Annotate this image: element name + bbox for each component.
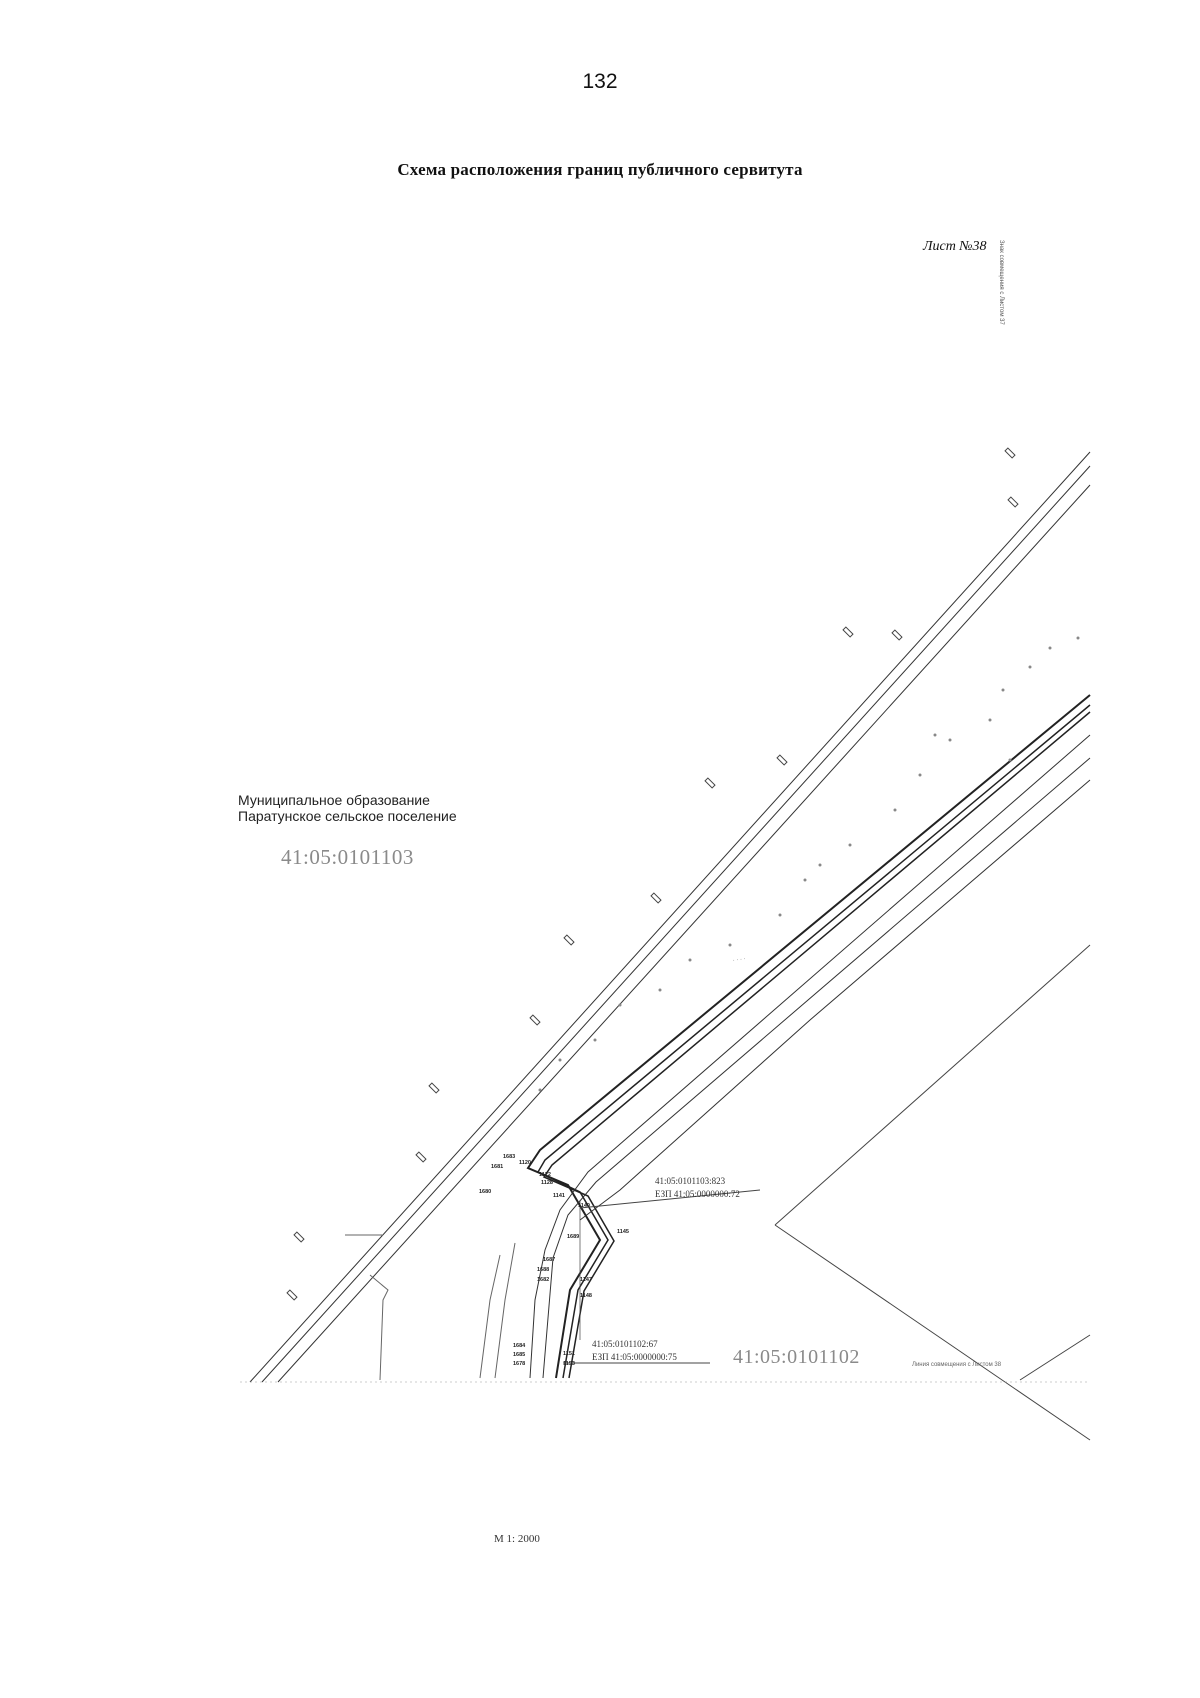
parcel-label: ЕЗП 41:05:0000000:72: [655, 1189, 740, 1199]
parcel-boundary: [494, 1242, 516, 1379]
parcel-label: ЕЗП 41:05:0000000:75: [592, 1352, 677, 1362]
point-label: 1681: [491, 1164, 503, 1170]
point-label: 1122: [539, 1172, 551, 1178]
parcel-boundary: [774, 944, 1091, 1226]
point-label: 1685: [513, 1352, 525, 1358]
point-label: 1141: [553, 1193, 565, 1199]
point-label: 1120: [519, 1160, 531, 1166]
point-label: 1682: [537, 1277, 549, 1283]
servitude-boundary: [536, 704, 1091, 1379]
parcel-boundary: [369, 1274, 389, 1381]
servitude-boundary: [526, 694, 1091, 1379]
alignment-note: Линия совмещения с Листом 38: [912, 1362, 1002, 1368]
map-lines: [240, 447, 1091, 1441]
point-label: 1128: [541, 1180, 553, 1186]
page-title: Схема расположения границ публичного сер…: [397, 160, 803, 179]
scale-label: М 1: 2000: [494, 1533, 540, 1545]
sheet-label: Лист №38: [923, 239, 987, 254]
parcel-boundary: [1019, 1334, 1091, 1381]
parcel-label: 41:05:0101103:823: [655, 1176, 726, 1186]
parcel-boundary: [579, 779, 1091, 1221]
road-markers: [286, 447, 1019, 1301]
parcel-boundary: [529, 734, 1091, 1379]
cadastral-block-label: 41:05:0101102: [733, 1346, 860, 1368]
svg-text:· · · ·: · · · ·: [732, 956, 746, 964]
survey-points: [538, 636, 1080, 1092]
point-label: 1147: [580, 1277, 592, 1283]
point-label: 1153: [563, 1361, 575, 1367]
parcel-boundary: [542, 757, 1091, 1379]
road-edge-line: [261, 465, 1091, 1383]
point-label: 1145: [617, 1229, 629, 1235]
point-label: 1678: [513, 1361, 525, 1367]
point-label: 1688: [537, 1267, 549, 1273]
parcel-boundary: [774, 1224, 1091, 1441]
point-label: 1683: [503, 1154, 515, 1160]
municipality-label: Муниципальное образование: [238, 792, 430, 808]
point-label: 1151: [563, 1351, 575, 1357]
cadastral-block-label: 41:05:0101103: [281, 845, 414, 869]
leader-line: [579, 1189, 761, 1209]
servitude-boundary: [542, 711, 1091, 1379]
point-label: 1689: [567, 1234, 579, 1240]
road-edge-line: [249, 451, 1091, 1383]
road-edge-line: [277, 484, 1091, 1383]
point-label: 1148: [580, 1293, 592, 1299]
point-label: 1684: [513, 1343, 526, 1349]
point-label: 1140: [578, 1203, 590, 1209]
municipality-label: Паратунское сельское поселение: [238, 808, 457, 824]
point-label: 1680: [479, 1189, 491, 1195]
parcel-boundary: [479, 1254, 501, 1379]
point-label: 1687: [543, 1257, 555, 1263]
page-number: 132: [582, 70, 618, 93]
parcel-label: 41:05:0101102:67: [592, 1339, 658, 1349]
